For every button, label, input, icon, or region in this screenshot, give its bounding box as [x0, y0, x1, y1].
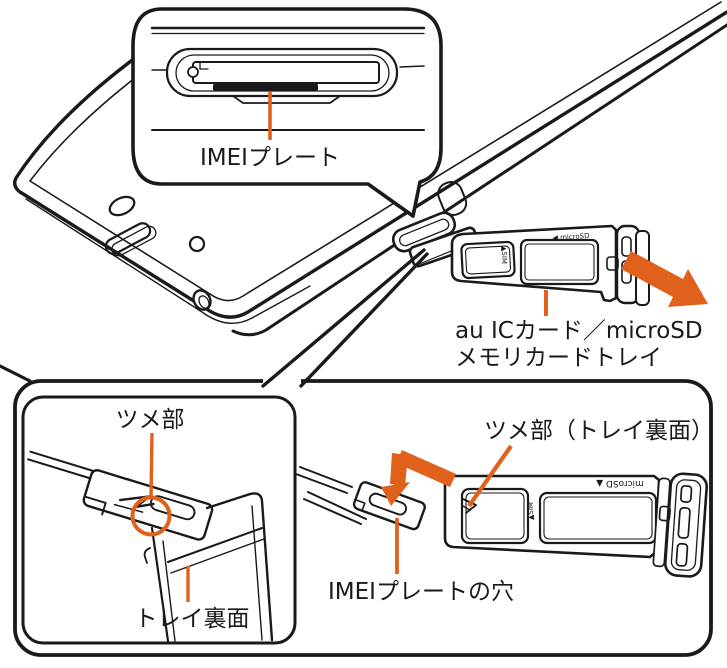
imei-plate-label: IMEIプレート — [200, 145, 340, 171]
phone-outline — [12, 10, 727, 319]
claw-label: ツメ部 — [116, 407, 185, 433]
tray-back-label: トレイ裏面 — [135, 606, 250, 632]
claw-back-label: ツメ部（トレイ裏面） — [484, 418, 714, 444]
tray-microsd-marking: ◀ microSD — [552, 232, 589, 242]
tray-microsd-pocket — [519, 238, 600, 286]
claw-highlight-circle — [130, 495, 172, 537]
plate-and-tray-back-art — [27, 450, 274, 643]
tray-label-line2: メモリカードトレイ — [455, 345, 662, 371]
flipped-microsd-marking: microSD ▲ — [596, 478, 644, 488]
imei-plate-callout: IMEIプレート — [131, 7, 443, 218]
claw-label-leader — [149, 432, 154, 500]
earpiece-slot — [104, 222, 157, 257]
callout-slot-detail — [150, 26, 426, 131]
pull-out-arrow-icon — [621, 251, 708, 307]
phone-screen-line — [29, 1, 722, 302]
hole-label: IMEIプレートの穴 — [328, 579, 514, 605]
tray-back-side — [443, 472, 709, 578]
tray-sim-pocket — [460, 240, 516, 280]
fold-arrow-icon — [381, 450, 456, 506]
tray-label-line1: au ICカード／microSD — [455, 318, 703, 344]
phone-band-outer — [231, 23, 727, 337]
claw-back-leader — [467, 444, 513, 508]
phone-edge-highlight — [25, 198, 311, 324]
tray-sim-marking: ▲SIM — [500, 246, 508, 264]
imei-plate-bar — [213, 84, 318, 91]
magnifier-wedge-lines — [261, 248, 429, 388]
proximity-sensor-oval — [108, 195, 136, 217]
slot-dimple — [437, 180, 468, 216]
flipped-sim-marking: ▲SIM — [527, 502, 535, 520]
callout-bubble — [131, 7, 443, 218]
claw-detail-inset: ツメ部 トレイ裏面 — [21, 395, 297, 645]
sim-tray-extracted: ▲SIM ◀ microSD — [450, 224, 650, 306]
flipped-tray-scene: ▲SIM microSD ▲ ツメ部（トレイ裏面） IMEIプレートの穴 — [295, 418, 714, 605]
phone-far-edge — [0, 364, 32, 383]
headset-jack-hole — [192, 289, 212, 311]
front-camera-circle — [188, 235, 206, 253]
wedge-gap — [263, 376, 301, 386]
